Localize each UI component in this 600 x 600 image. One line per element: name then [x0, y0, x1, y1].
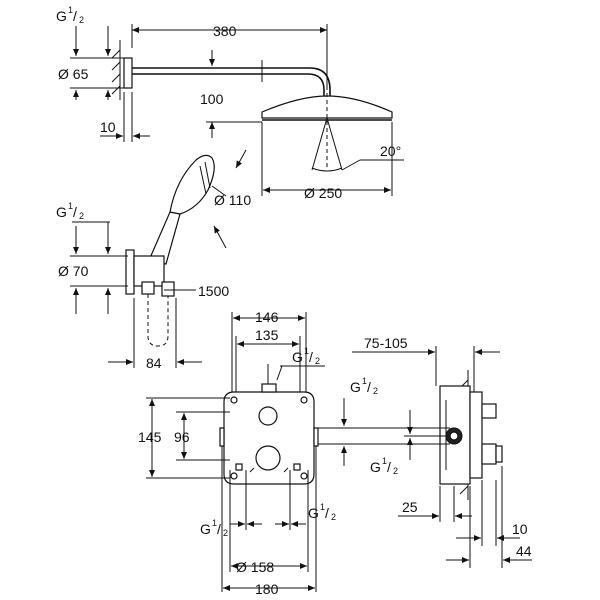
bottom-right-thread-label: G — [308, 505, 319, 521]
thermostat-knob — [255, 445, 281, 471]
temp-handle — [481, 443, 497, 465]
thread-label: G — [56, 8, 67, 24]
inner-width-label: 135 — [255, 327, 279, 343]
flange-diameter-label: Ø 65 — [58, 66, 89, 82]
plate-thickness-label: 10 — [512, 521, 528, 537]
hand-shower-head — [169, 154, 215, 215]
holder-bracket — [133, 255, 165, 287]
hose-length-label: 1500 — [198, 283, 229, 299]
svg-text:/: / — [325, 505, 329, 521]
side-thread-top-label: G — [350, 379, 361, 395]
arm-length-label: 380 — [213, 23, 237, 39]
thread-sup: 1 — [68, 5, 73, 15]
rosette-diameter-label: Ø 158 — [236, 559, 274, 575]
thread-sub: 2 — [79, 211, 84, 221]
height-outer-label: 145 — [138, 429, 162, 445]
bottom-right-thread-sub: 2 — [331, 512, 336, 522]
wall-elbow — [125, 249, 135, 295]
drop-height-label: 100 — [200, 91, 224, 107]
wall-to-face-label: 25 — [402, 499, 418, 515]
bottom-left-thread-sub: 2 — [223, 528, 228, 538]
thermostat-front-view: 146 135 G 1 / 2 145 96 G 1 / 2 G 1 — [138, 309, 336, 597]
flow-control-knob — [258, 406, 278, 426]
svg-text:/: / — [367, 379, 371, 395]
spray-angle-label: 20° — [380, 143, 401, 159]
flow-handle — [481, 403, 497, 419]
thermostat-side-view: 75-105 G 1 / 2 G 1 / 2 25 10 44 — [318, 335, 532, 568]
wall-offset-label: 10 — [100, 119, 116, 135]
wall-flange — [123, 57, 133, 89]
outer-width-label: 146 — [255, 309, 279, 325]
plate-width-label: 180 — [255, 581, 279, 597]
svg-text:/: / — [217, 521, 221, 537]
bottom-left-thread-sup: 1 — [212, 518, 217, 528]
top-thread-sub: 2 — [315, 356, 320, 366]
bottom-left-thread-label: G — [200, 521, 211, 537]
thread-label: G — [56, 204, 67, 220]
depth-range-label: 75-105 — [364, 335, 408, 351]
side-thread-bottom-sup: 1 — [382, 456, 387, 466]
thread-sub: 2 — [79, 15, 84, 25]
handshower-view: G 1 / 2 Ø 70 Ø 110 1500 84 — [56, 149, 251, 371]
elbow-diameter-label: Ø 70 — [58, 263, 89, 279]
height-inner-label: 96 — [174, 429, 190, 445]
projection-label: 84 — [146, 355, 162, 371]
side-thread-bottom-label: G — [370, 459, 381, 475]
svg-text:/: / — [73, 8, 77, 24]
side-thread-top-sup: 1 — [362, 376, 367, 386]
head-diameter-label: Ø 250 — [304, 185, 342, 201]
svg-text:/: / — [73, 204, 77, 220]
svg-text:/: / — [387, 459, 391, 475]
showerhead-view: 380 G 1 / 2 Ø 65 100 10 20° Ø 250 — [56, 5, 404, 201]
svg-text:/: / — [309, 349, 313, 365]
top-thread-label: G — [292, 349, 303, 365]
bottom-right-thread-sup: 1 — [320, 502, 325, 512]
thread-sup: 1 — [68, 201, 73, 211]
side-thread-top-sub: 2 — [373, 386, 378, 396]
handle-projection-label: 44 — [516, 543, 532, 559]
top-thread-sup: 1 — [304, 346, 309, 356]
side-thread-bottom-sub: 2 — [393, 466, 398, 476]
hand-head-diameter-label: Ø 110 — [214, 192, 251, 208]
